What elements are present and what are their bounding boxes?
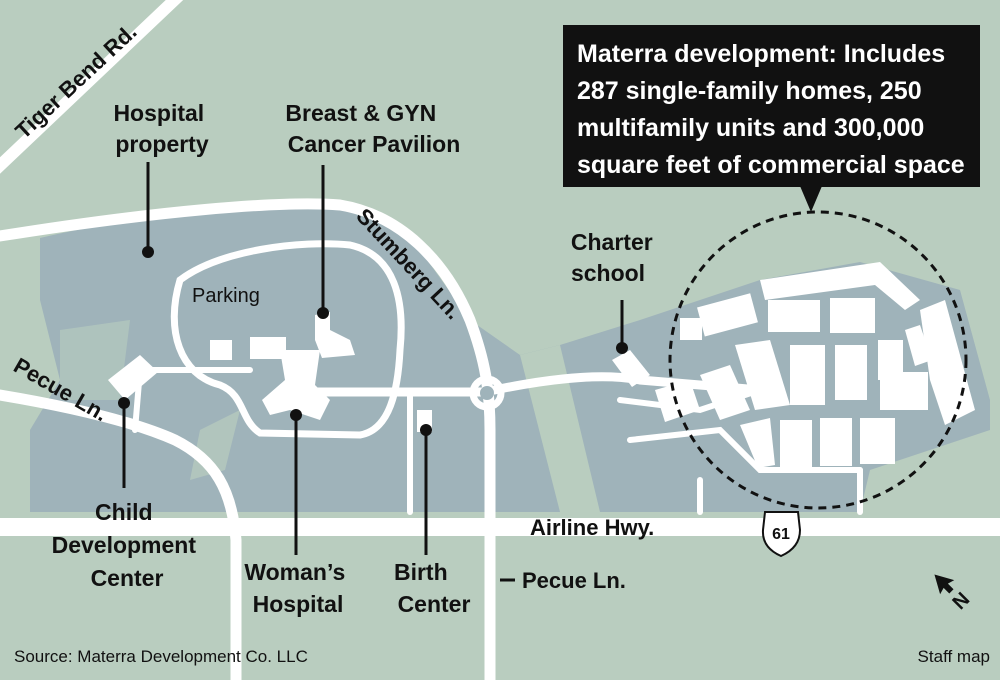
- callout-line: 287 single-family homes, 250: [577, 77, 922, 105]
- building: [697, 293, 758, 337]
- label-line: Cancer Pavilion: [288, 131, 461, 157]
- building: [655, 380, 700, 422]
- womans-hospital-label: Woman’s Hospital: [244, 559, 351, 617]
- leader-lines: [122, 162, 624, 582]
- callout-line: multifamily units and 300,000: [577, 114, 924, 142]
- development-road-2: [627, 426, 863, 473]
- building: [780, 420, 812, 468]
- building: [860, 418, 895, 464]
- leader-dot: [616, 342, 628, 354]
- birth-center-label: Birth Center: [394, 559, 471, 617]
- tiger-bend-road: [0, 0, 184, 174]
- source-credit: Source: Materra Development Co. LLC: [14, 647, 308, 666]
- green-strip: [520, 345, 600, 512]
- building: [760, 262, 920, 310]
- label-line: Center: [91, 565, 164, 591]
- label-line: property: [115, 131, 209, 157]
- building: [680, 318, 702, 340]
- label-line: Woman’s: [244, 559, 345, 585]
- development-boundary-circle: [668, 210, 968, 510]
- building: [820, 418, 852, 466]
- leader-dot: [118, 397, 130, 409]
- leader-dot: [290, 409, 302, 421]
- pavilion-label: Breast & GYN Cancer Pavilion: [285, 100, 460, 157]
- pecue-road-south-label: Pecue Ln.: [522, 568, 626, 593]
- development-callout: Materra development: Includes 287 single…: [563, 25, 980, 212]
- label-line: Center: [398, 591, 471, 617]
- building: [835, 345, 867, 400]
- label-line: Breast & GYN: [285, 100, 436, 126]
- leader-dots: [118, 246, 628, 436]
- building: [880, 372, 928, 410]
- development-buildings: [655, 262, 975, 468]
- label-line: school: [571, 260, 645, 286]
- building: [905, 325, 932, 366]
- building: [768, 300, 820, 332]
- callout-line: Materra development: Includes: [577, 40, 945, 68]
- child-center-building: [108, 355, 158, 400]
- hospital-buildings: [108, 312, 650, 432]
- building: [735, 340, 790, 410]
- child-center-label: Child Development Center: [52, 499, 203, 591]
- building: [830, 298, 875, 333]
- stumberg-road: [0, 198, 496, 680]
- leader-dot: [142, 246, 154, 258]
- parking-label: Parking: [192, 285, 260, 307]
- building: [790, 345, 825, 405]
- arrow-head: [934, 574, 955, 595]
- pecue-road-west: [0, 389, 242, 680]
- building: [250, 337, 286, 359]
- airline-highway-label: Airline Hwy.: [530, 515, 654, 540]
- womans-hospital-building: [262, 350, 330, 420]
- charter-school-label: Charter school: [571, 229, 659, 286]
- parking-loop: [170, 240, 405, 439]
- building: [700, 365, 750, 420]
- label-line: Charter: [571, 229, 653, 255]
- label-line: Hospital: [113, 100, 204, 126]
- callout-box: [563, 25, 980, 187]
- hospital-property-label: Hospital property: [113, 100, 210, 157]
- charter-school-building: [612, 350, 650, 387]
- label-line: Birth: [394, 559, 448, 585]
- leader-dot: [317, 307, 329, 319]
- label-line: Development: [52, 532, 197, 558]
- callout-pointer: [800, 186, 822, 212]
- staff-map-credit: Staff map: [918, 647, 990, 666]
- highway-shield-number: 61: [772, 526, 790, 543]
- shield-outline: [761, 511, 802, 558]
- roundabout-center: [480, 386, 494, 400]
- label-line: Child: [95, 499, 153, 525]
- pavilion-building: [315, 312, 355, 358]
- roundabout: [469, 375, 505, 411]
- highway-shield-icon: 61: [761, 511, 802, 558]
- building: [740, 418, 775, 468]
- leader-dot: [420, 424, 432, 436]
- callout-line: square feet of commercial space: [577, 151, 965, 179]
- building: [210, 340, 232, 360]
- label-line: Hospital: [253, 591, 344, 617]
